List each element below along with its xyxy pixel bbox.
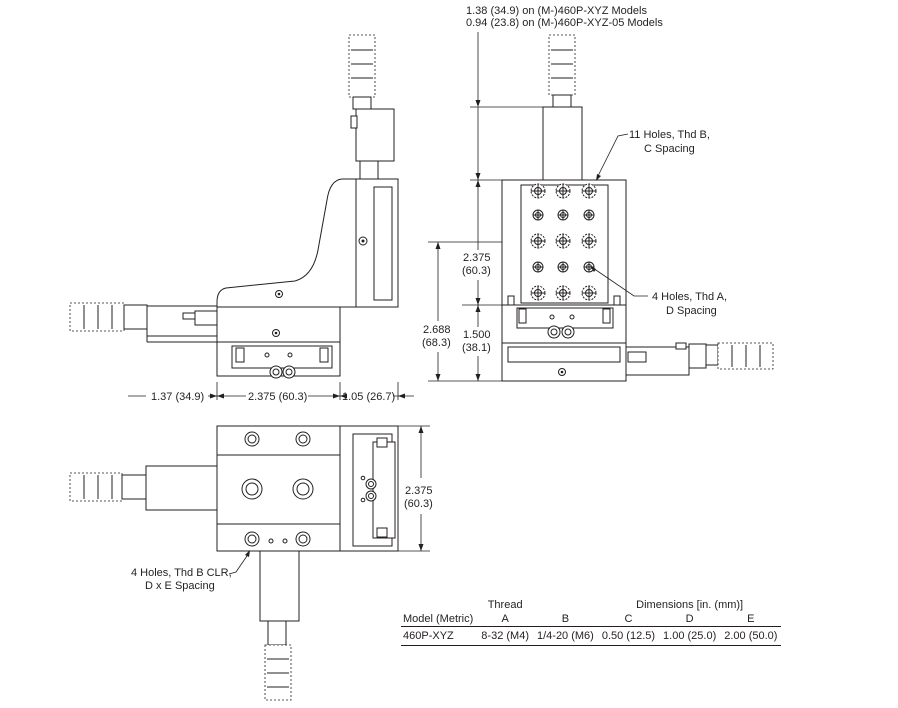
front-view	[428, 32, 774, 382]
note-holes-clr-1: 4 Holes, Thd B CLR,	[131, 567, 232, 579]
front-vertical-dimensions	[428, 32, 543, 382]
table-group-dimensions: Dimensions [in. (mm)]	[636, 599, 744, 611]
dim-front-total-mm: (68.3)	[422, 337, 451, 349]
note-offset-xyz05: 0.94 (23.8) on (M-)460P-XYZ-05 Models	[466, 17, 663, 29]
table-cell-model: 460P-XYZ	[401, 626, 478, 646]
dim-bottom-height-in: 2.375	[405, 485, 433, 497]
note-holes-b-2: C Spacing	[644, 143, 695, 155]
table-cell-a: 8-32 (M4)	[477, 626, 533, 646]
table-header-a: A	[477, 612, 533, 627]
note-holes-b-1: 11 Holes, Thd B,	[629, 129, 710, 141]
table-row: 460P-XYZ 8-32 (M4) 1/4-20 (M6) 0.50 (12.…	[401, 626, 782, 646]
table-header-model: Model (Metric)	[401, 612, 478, 627]
table-header-c: C	[597, 612, 660, 627]
top-bottom-micrometer	[259, 550, 300, 701]
table-cell-b: 1/4-20 (M6)	[532, 626, 598, 646]
dim-right-offset: 1.05 (26.7)	[342, 391, 395, 403]
table-header-e: E	[720, 612, 782, 627]
front-vertical-micrometer	[542, 34, 583, 181]
side-vertical-micrometer	[348, 34, 395, 180]
note-holes-a-2: D Spacing	[666, 305, 717, 317]
side-width-dimension	[128, 382, 414, 400]
top-view	[69, 425, 430, 701]
table-cell-c: 0.50 (12.5)	[597, 626, 660, 646]
table-cell-d: 1.00 (25.0)	[659, 626, 721, 646]
top-main-body	[216, 425, 341, 552]
table-cell-e: 2.00 (50.0)	[720, 626, 782, 646]
front-right-micrometer	[625, 342, 774, 376]
dim-front-top-mm: (60.3)	[462, 265, 491, 277]
dim-left-offset: 1.37 (34.9)	[151, 391, 204, 403]
top-left-micrometer	[69, 465, 218, 511]
table-header-d: D	[659, 612, 721, 627]
dim-front-mid-in: 1.500	[463, 329, 491, 341]
dim-front-total-in: 2.688	[423, 324, 451, 336]
side-y-stage	[216, 306, 341, 343]
dim-bottom-height-mm: (60.3)	[404, 498, 433, 510]
side-angle-bracket	[216, 178, 357, 308]
table-group-thread: Thread	[487, 599, 523, 611]
table-header-row: Model (Metric) A B C D E	[401, 612, 782, 627]
dimension-table: Thread Dimensions [in. (mm)] Model (Metr…	[401, 598, 782, 646]
dim-front-mid-mm: (38.1)	[462, 342, 491, 354]
front-hole-grid	[530, 183, 597, 301]
note-offset-xyz: 1.38 (34.9) on (M-)460P-XYZ Models	[466, 5, 647, 17]
side-view	[69, 34, 414, 400]
dim-width-main: 2.375 (60.3)	[248, 391, 307, 403]
table-header-b: B	[532, 612, 598, 627]
note-holes-a-1: 4 Holes, Thd A,	[652, 291, 727, 303]
table-group-header: Thread Dimensions [in. (mm)]	[401, 598, 781, 612]
top-height-dimension	[398, 425, 430, 552]
note-holes-clr-2: D x E Spacing	[145, 580, 215, 592]
dim-front-top-in: 2.375	[463, 252, 491, 264]
side-left-micrometer	[69, 302, 218, 343]
